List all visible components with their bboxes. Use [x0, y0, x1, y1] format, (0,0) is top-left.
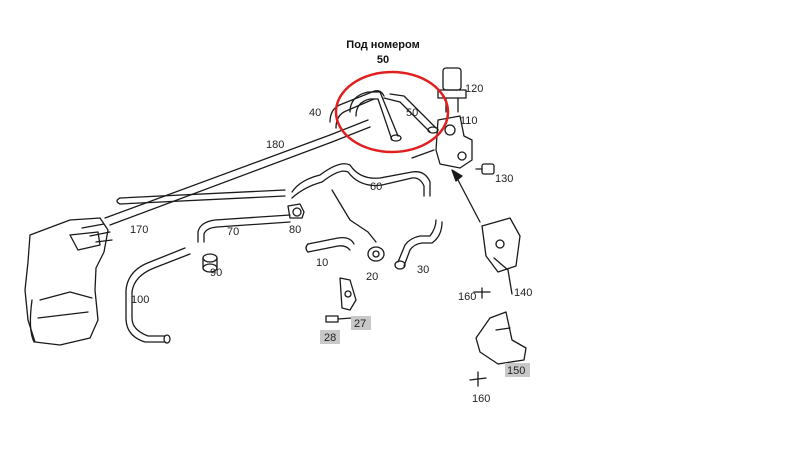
screw-28 [325, 315, 353, 323]
label-140: 140 [514, 287, 532, 299]
label-60: 60 [370, 181, 382, 193]
label-120: 120 [465, 83, 483, 95]
hose-100 [125, 247, 191, 344]
bracket-140 [473, 217, 521, 299]
label-130: 130 [495, 173, 513, 185]
sensor-130 [475, 163, 495, 175]
label-28-highlight [320, 330, 340, 344]
valve-block-110 [411, 115, 473, 169]
label-20: 20 [366, 271, 378, 283]
hose-170 [116, 189, 286, 205]
label-28: 28 [324, 332, 336, 344]
label-40: 40 [309, 107, 321, 119]
label-50: 50 [406, 107, 418, 119]
grommet-90 [202, 253, 218, 273]
pump-120 [437, 67, 467, 113]
label-27: 27 [354, 318, 366, 330]
pointer-arrow [451, 169, 481, 223]
annotation-title: Под номером [346, 39, 419, 51]
connector-80 [287, 203, 305, 219]
label-170: 170 [130, 224, 148, 236]
label-30: 30 [417, 264, 429, 276]
bracket-27 [339, 277, 357, 311]
hose-180 [104, 119, 371, 226]
label-160-lower: 160 [472, 393, 490, 405]
hose-30 [394, 219, 443, 270]
label-150-highlight [505, 363, 530, 377]
hose-70 [197, 214, 291, 243]
label-100: 100 [131, 294, 149, 306]
label-160-upper: 160 [458, 291, 476, 303]
hose-50 [349, 91, 439, 142]
annotation-number: 50 [377, 54, 389, 66]
highlight-circle [334, 70, 450, 154]
label-150: 150 [507, 365, 525, 377]
hose-60 [291, 163, 431, 199]
label-80: 80 [289, 224, 301, 236]
label-110: 110 [460, 115, 478, 127]
label-27-highlight [351, 316, 371, 330]
clip-20 [331, 189, 385, 262]
hose-40 [329, 90, 385, 129]
label-90: 90 [210, 267, 222, 279]
bracket-150 [469, 311, 527, 387]
hose-10 [305, 236, 355, 253]
label-70: 70 [227, 226, 239, 238]
label-180: 180 [266, 139, 284, 151]
washer-reservoir [24, 217, 113, 346]
label-10: 10 [316, 257, 328, 269]
